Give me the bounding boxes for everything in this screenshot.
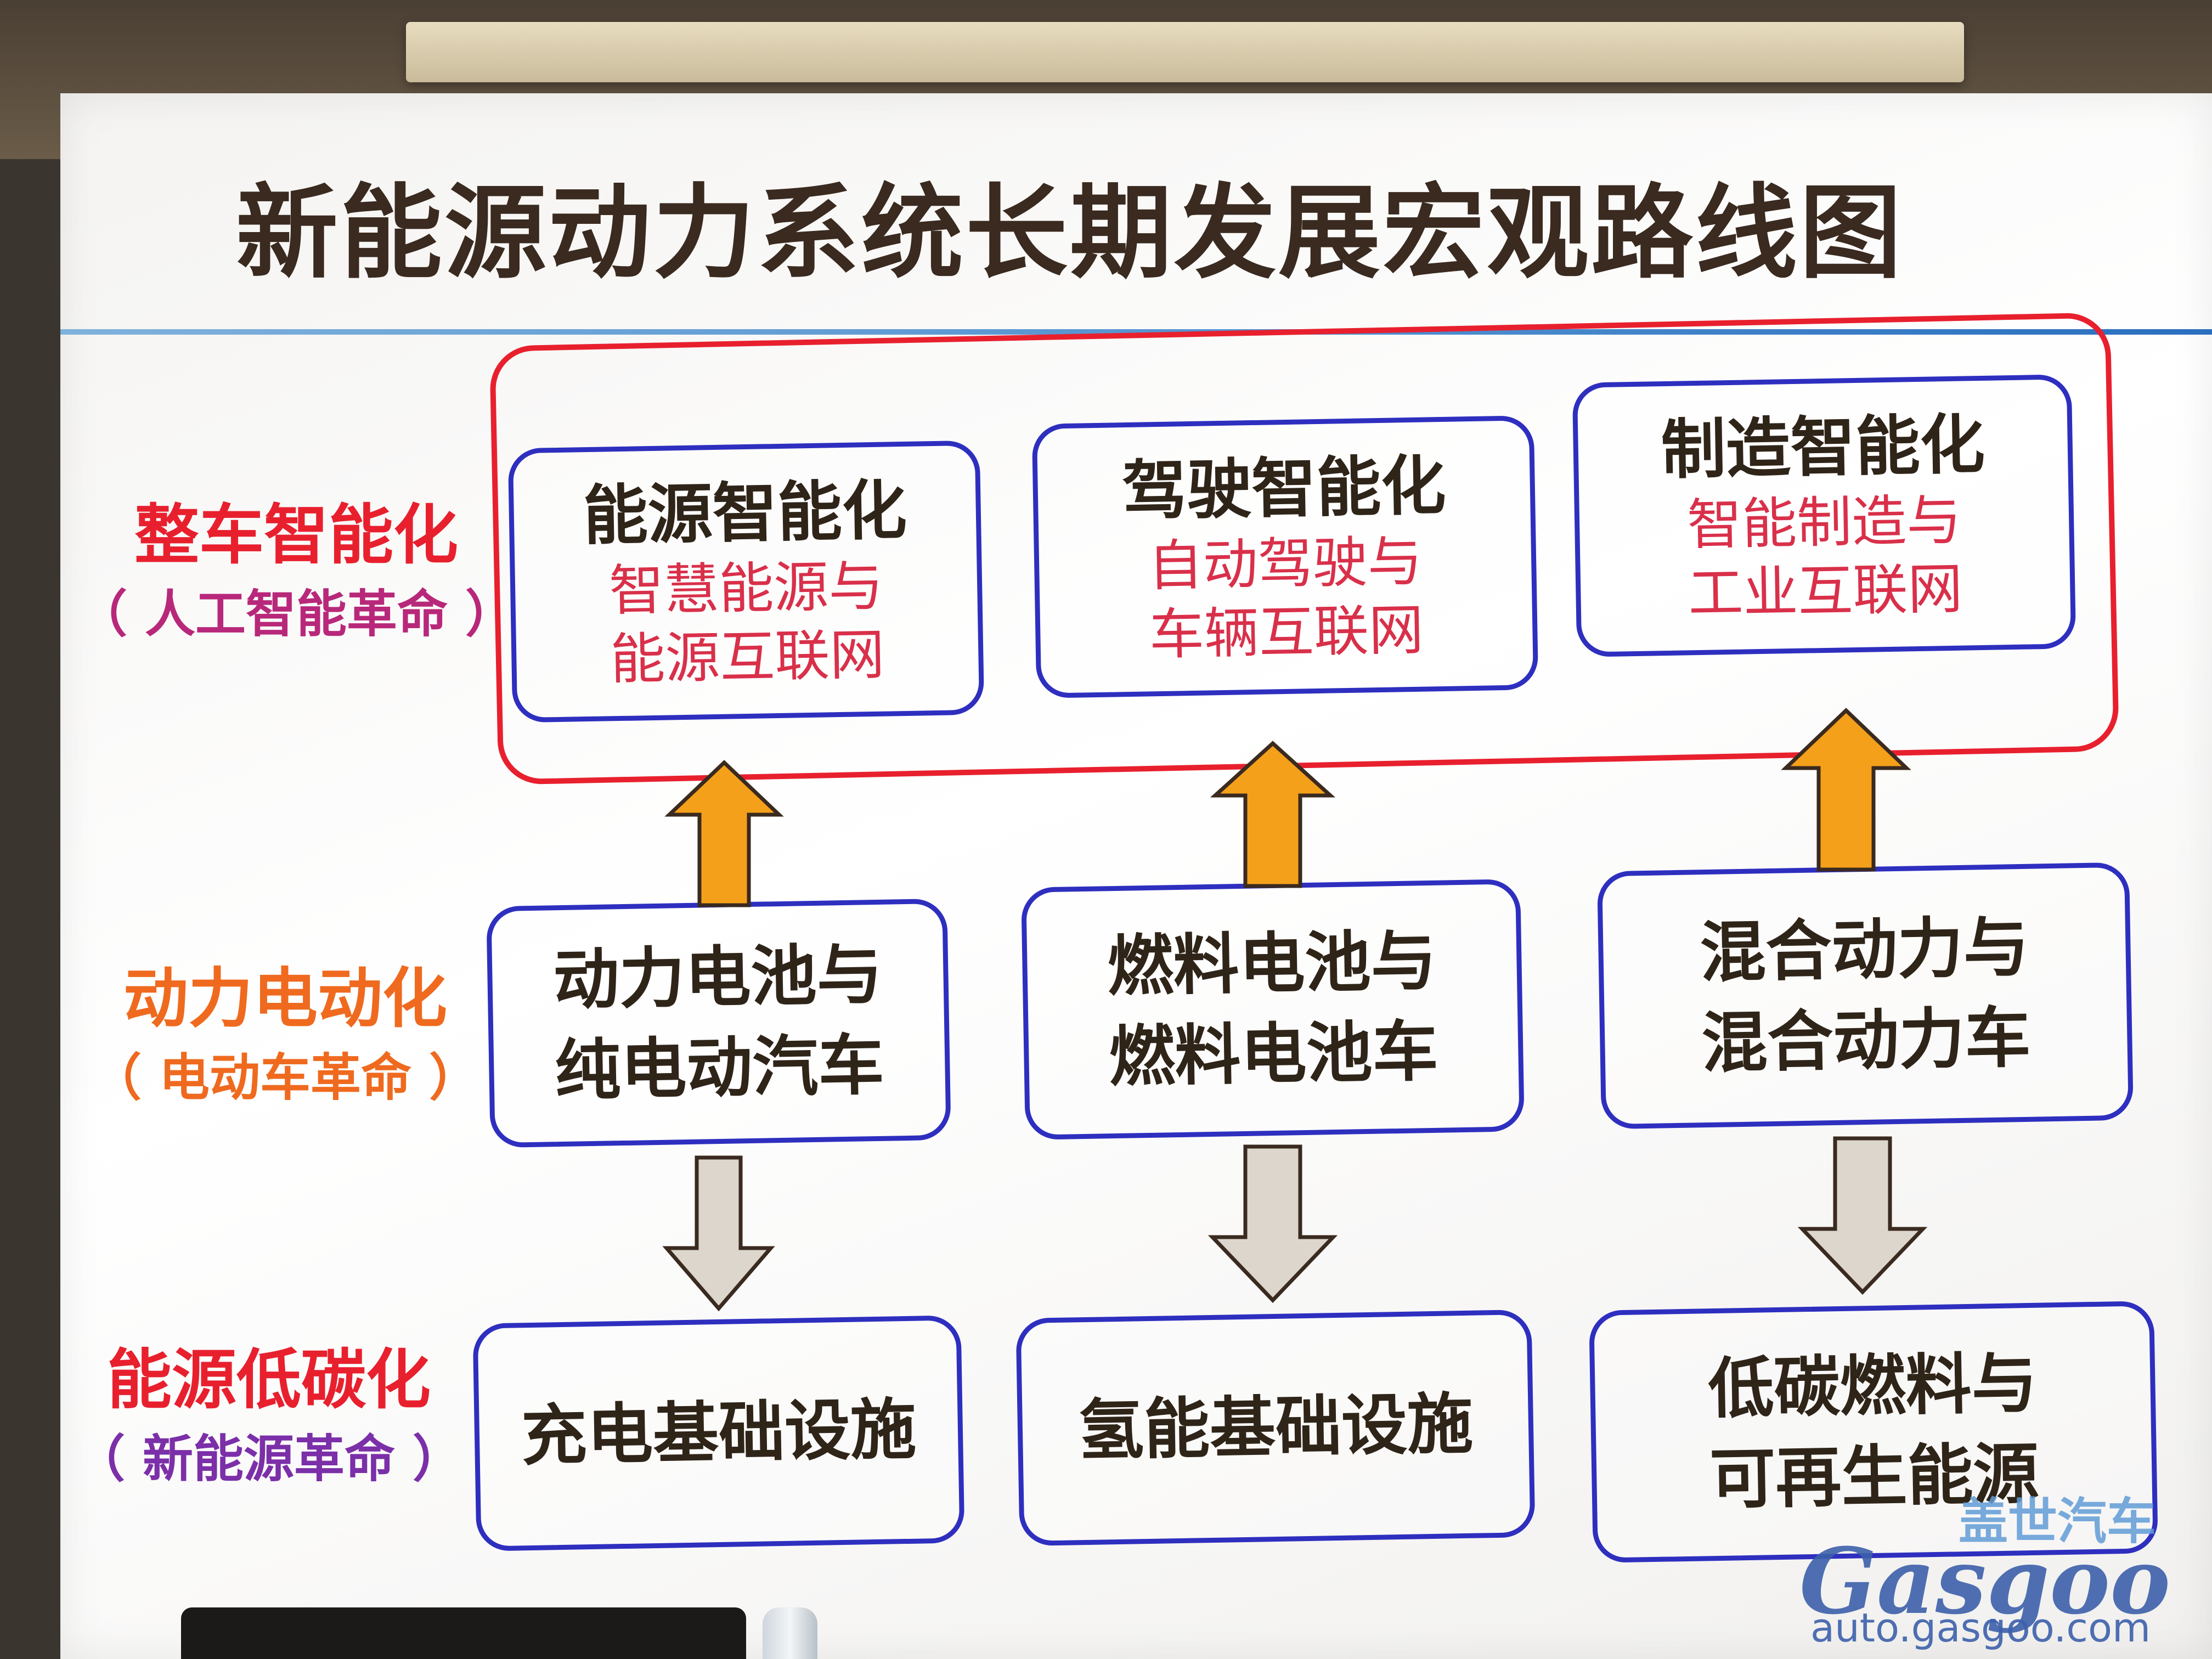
row-label-main: 动力电动化 — [123, 961, 447, 1036]
watermark-url: auto.gasgoo.com — [1810, 1605, 2151, 1651]
watermark-logo: Gasgoo — [1799, 1528, 2171, 1634]
arrow-down-icon — [1207, 1144, 1338, 1304]
watermark-cn: 盖世汽车 — [1959, 1493, 2156, 1550]
row-label-main: 整车智能化 — [134, 497, 458, 573]
arrow-down-icon — [662, 1155, 775, 1312]
arrow-up-icon — [1781, 708, 1911, 872]
row-label-main: 能源低碳化 — [106, 1342, 431, 1418]
projector-bar — [406, 22, 1964, 82]
slide-title: 新能源动力系统长期发展宏观路线图 — [236, 173, 1904, 292]
row-label-sub: （ 电动车革命 ） — [91, 1048, 480, 1107]
row-label-sub: （ 人工智能革命 ） — [77, 585, 516, 644]
row-label-sub: （ 新能源革命 ） — [74, 1430, 464, 1488]
foreground-object — [181, 1607, 746, 1659]
arrow-down-icon — [1797, 1136, 1928, 1295]
arrow-up-icon — [1210, 741, 1336, 888]
gasgoo-watermark: 盖世汽车 Gasgoo auto.gasgoo.com — [1794, 1481, 2200, 1651]
row-label-vehicle-intelligence: 整车智能化 （ 人工智能革命 ） — [77, 494, 516, 653]
arrow-up-icon — [664, 760, 784, 907]
water-bottle — [763, 1607, 817, 1659]
row-label-powertrain-electrification: 动力电动化 （ 电动车革命 ） — [66, 957, 505, 1116]
title-divider — [60, 329, 2212, 335]
projection-screen — [60, 93, 2212, 1659]
row-label-energy-decarbonization: 能源低碳化 （ 新能源革命 ） — [49, 1339, 488, 1498]
